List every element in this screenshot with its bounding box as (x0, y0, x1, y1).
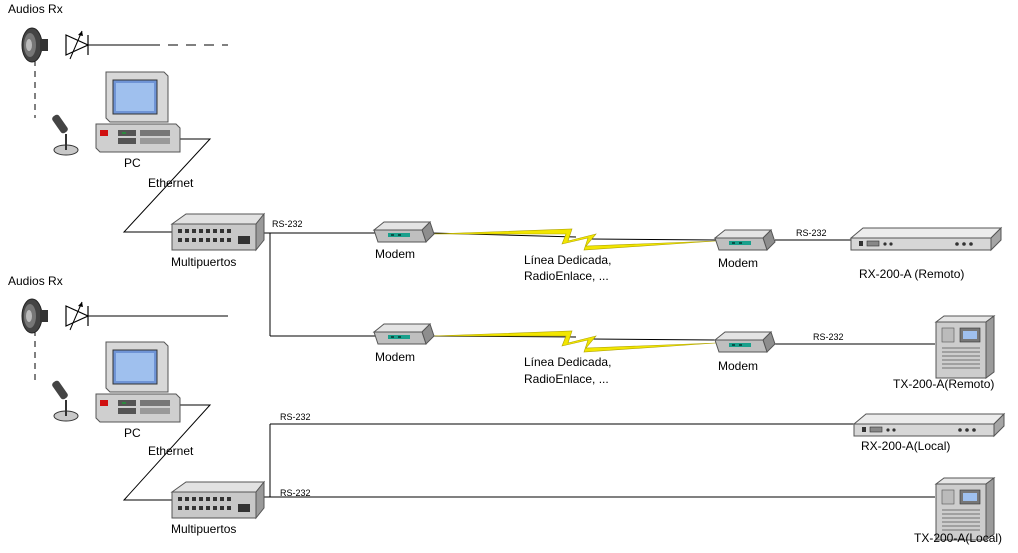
rx-local-label: RX-200-A(Local) (861, 439, 951, 453)
modem-icon (373, 221, 435, 243)
ethernet-label: Ethernet (148, 176, 194, 190)
tx-local-label: TX-200-A(Local) (914, 531, 1003, 545)
rs232-label: RS-232 (280, 488, 311, 498)
speaker-icon (21, 27, 49, 63)
multipuertos-label: Multipuertos (171, 522, 237, 536)
rs232-label: RS-232 (796, 228, 827, 238)
modem-icon (714, 229, 776, 251)
modem-label: Modem (375, 247, 416, 261)
microphone-icon (49, 378, 79, 422)
rs232-label: RS-232 (272, 219, 303, 229)
modem-label: Modem (718, 359, 759, 373)
multiport-icon (171, 481, 265, 519)
multiport-icon (171, 213, 265, 251)
rx-remoto-label: RX-200-A (Remoto) (859, 267, 965, 281)
modem-icon (714, 331, 776, 353)
tx-cabinet-icon (935, 315, 995, 379)
modem-label: Modem (718, 256, 759, 270)
connection-lines (34, 44, 935, 501)
link-type-label: RadioEnlace, ... (524, 372, 609, 386)
rx-unit-icon (850, 227, 1002, 251)
tx-remoto-label: TX-200-A(Remoto) (893, 377, 995, 391)
link-type-label: Línea Dedicada, (524, 355, 612, 369)
pc-icon (95, 341, 181, 423)
ethernet-label: Ethernet (148, 444, 194, 458)
antenna-icon (65, 30, 89, 60)
pc-label: PC (124, 156, 141, 170)
multipuertos-label: Multipuertos (171, 255, 237, 269)
modem-label: Modem (375, 350, 416, 364)
pc-icon (95, 71, 181, 153)
audios-rx-label: Audios Rx (8, 274, 63, 288)
modem-icon (373, 323, 435, 345)
lightning-icon (431, 330, 717, 353)
pc-label: PC (124, 426, 141, 440)
rs232-label: RS-232 (280, 412, 311, 422)
speaker-icon (21, 298, 49, 334)
rs232-label: RS-232 (813, 332, 844, 342)
antenna-icon (65, 301, 89, 331)
microphone-icon (49, 112, 79, 156)
rx-unit-icon (853, 413, 1005, 437)
link-type-label: RadioEnlace, ... (524, 269, 609, 283)
audios-rx-label: Audios Rx (8, 2, 63, 16)
link-type-label: Línea Dedicada, (524, 253, 612, 267)
